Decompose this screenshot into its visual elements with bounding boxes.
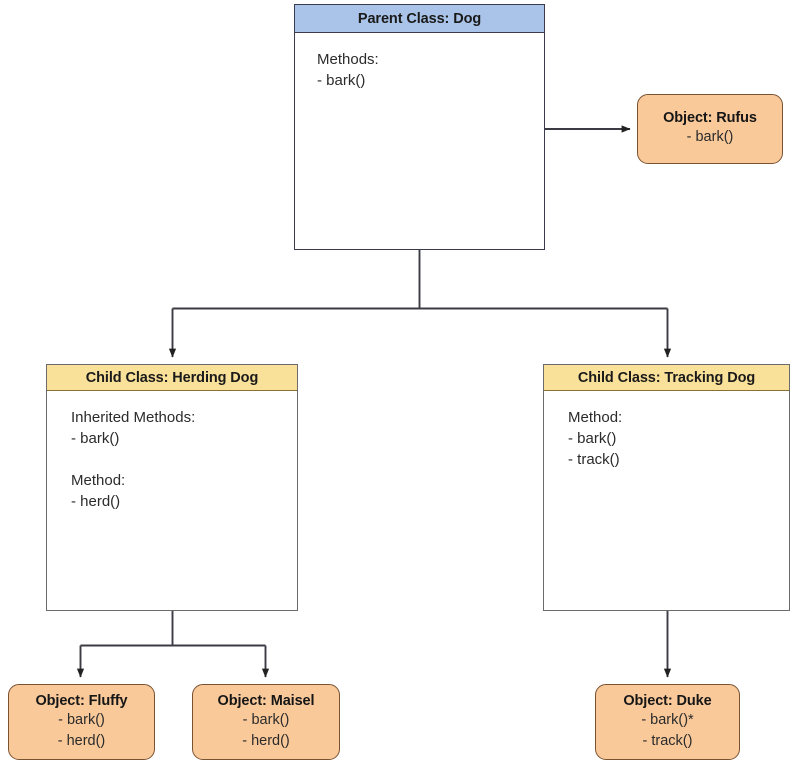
- object-methods-rufus: - bark(): [686, 129, 734, 145]
- object-node-fluffy[interactable]: Object: Fluffy - bark() - herd(): [8, 684, 155, 760]
- class-body-child-tracking-dog: Method: - bark() - track(): [568, 409, 623, 468]
- object-node-duke[interactable]: Object: Duke - bark()* - track(): [595, 684, 740, 760]
- object-title-fluffy: Object: Fluffy: [35, 692, 128, 709]
- class-header-parent-dog: Parent Class: Dog: [295, 5, 544, 33]
- class-node-child-herding-dog[interactable]: Child Class: Herding Dog Inherited Metho…: [46, 364, 298, 611]
- class-header-child-herding-dog: Child Class: Herding Dog: [47, 365, 297, 391]
- class-body-parent-dog: Methods: - bark(): [317, 51, 379, 89]
- class-node-child-tracking-dog[interactable]: Child Class: Tracking Dog Method: - bark…: [543, 364, 790, 611]
- object-title-duke: Object: Duke: [623, 692, 712, 709]
- object-node-maisel[interactable]: Object: Maisel - bark() - herd(): [192, 684, 340, 760]
- object-methods-maisel: - bark() - herd(): [242, 711, 290, 749]
- object-title-maisel: Object: Maisel: [217, 692, 315, 709]
- class-body-child-herding-dog: Inherited Methods: - bark() Method: - he…: [71, 409, 196, 510]
- class-node-parent-dog[interactable]: Parent Class: Dog Methods: - bark(): [294, 4, 545, 250]
- object-title-rufus: Object: Rufus: [663, 110, 757, 126]
- object-methods-duke: - bark()* - track(): [641, 711, 694, 749]
- class-header-child-tracking-dog: Child Class: Tracking Dog: [544, 365, 789, 391]
- object-methods-fluffy: - bark() - herd(): [57, 711, 106, 749]
- object-node-rufus[interactable]: Object: Rufus - bark(): [637, 94, 783, 164]
